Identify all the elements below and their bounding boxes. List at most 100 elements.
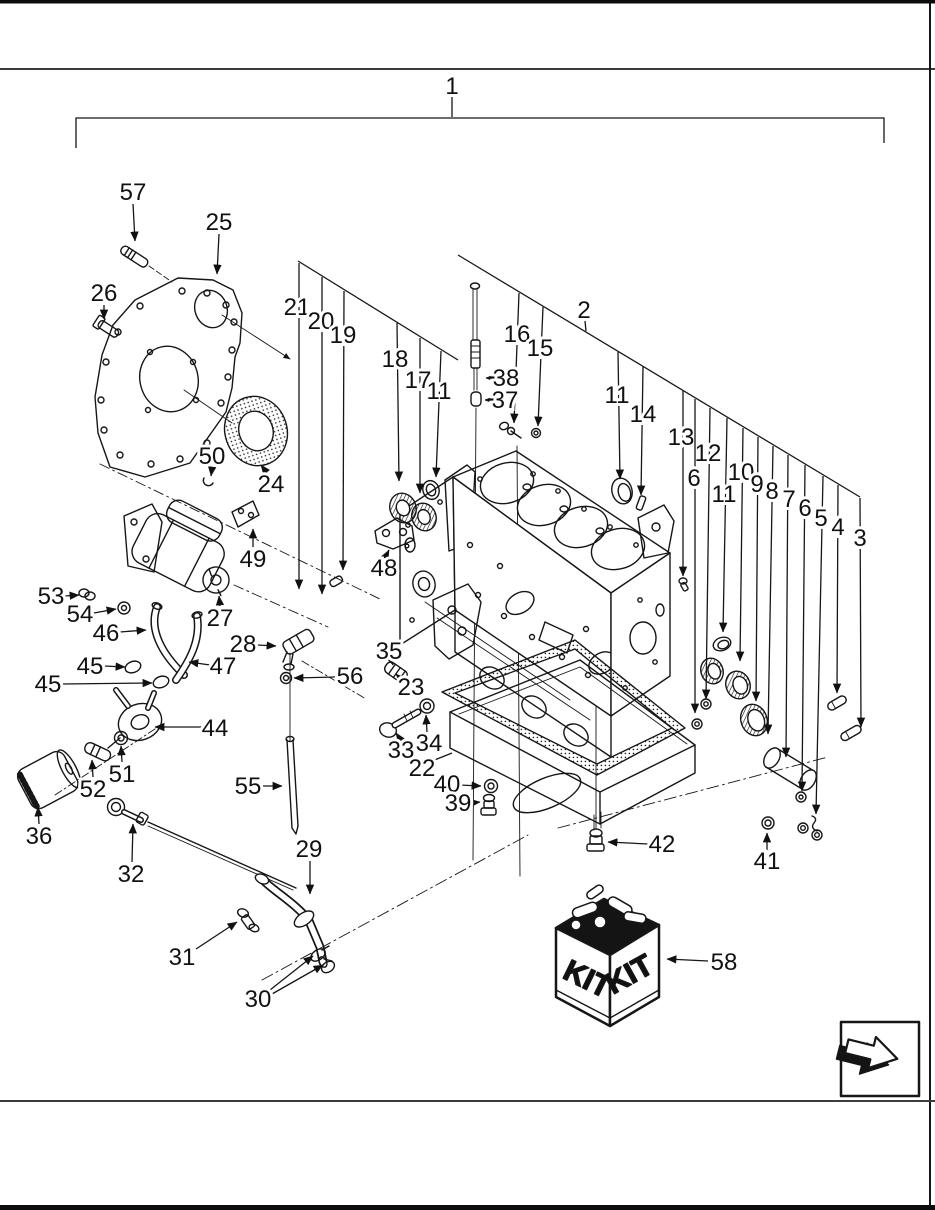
- leader-line-31: [195, 921, 238, 950]
- callout-22: 22: [409, 755, 436, 782]
- cover-plate-49: [231, 500, 260, 528]
- leader-line-2: [584, 320, 587, 332]
- callout-35: 35: [376, 638, 403, 665]
- hose-46: [150, 602, 188, 679]
- callout-3: 3: [853, 525, 866, 552]
- callout-42: 42: [649, 831, 676, 858]
- callout-6: 6: [687, 465, 700, 492]
- leader-line-36: [34, 806, 43, 825]
- clamp-45b: [152, 675, 170, 689]
- leader-line-58: [666, 955, 709, 964]
- callout-20: 20: [308, 308, 335, 335]
- oil-nozzle-16: [498, 421, 522, 439]
- leader-line-7: [781, 454, 791, 758]
- callout-25: 25: [206, 209, 233, 236]
- callout-4: 4: [831, 514, 844, 541]
- bolt-26: [92, 314, 120, 338]
- callout-11: 11: [427, 378, 452, 405]
- kit-box: [554, 884, 661, 1028]
- leader-line-52: [88, 759, 97, 778]
- fan-line-left: [297, 260, 459, 361]
- rear-seal-24: [223, 395, 289, 467]
- plug-6b: [795, 791, 807, 803]
- leader-line-11: [432, 350, 442, 478]
- leader-line-19: [338, 290, 348, 571]
- cylinder-block: [399, 450, 675, 758]
- oil-cooler-44: [107, 687, 163, 749]
- callout-52: 52: [80, 776, 107, 803]
- clip-5: [811, 815, 818, 832]
- washer-54: [117, 601, 131, 615]
- callout-9: 9: [750, 471, 763, 498]
- plate-bolt-holes: [97, 287, 238, 468]
- leader-line-53: [64, 591, 80, 600]
- callout-45: 45: [77, 653, 104, 680]
- callout-58: 58: [711, 949, 738, 976]
- leader-line-46: [119, 626, 147, 635]
- leader-line-11: [615, 351, 625, 480]
- fitting-28: [282, 628, 315, 671]
- drain-plug-42: [586, 828, 605, 852]
- leader-line-27: [215, 595, 225, 607]
- stud-38: [469, 282, 481, 391]
- clip-50: [202, 477, 214, 487]
- callout-30: 30: [245, 986, 272, 1013]
- oil-filter-36: [16, 749, 82, 810]
- callout-5: 5: [814, 505, 827, 532]
- callout-21: 21: [284, 294, 311, 321]
- ferrule-37: [470, 391, 482, 407]
- callout-41: 41: [754, 848, 781, 875]
- leader-line-24: [260, 464, 270, 476]
- leader-line-5: [811, 475, 824, 815]
- washer-40: [483, 778, 499, 794]
- callout-46: 46: [93, 620, 120, 647]
- callout-13: 13: [668, 424, 695, 451]
- cam-bushing-8: [739, 703, 769, 737]
- callout-33: 33: [388, 737, 415, 764]
- callout-49: 49: [240, 546, 267, 573]
- leader-line-8: [763, 445, 774, 735]
- callout-39: 39: [445, 790, 472, 817]
- clamp-45a: [124, 660, 142, 674]
- leader-line-12: [701, 407, 711, 700]
- dowel-4: [827, 695, 847, 711]
- leader-line-34: [422, 714, 431, 733]
- callout-31: 31: [169, 944, 196, 971]
- callout-2: 2: [577, 297, 590, 324]
- washer-51: [113, 730, 129, 746]
- callout-40: 40: [434, 771, 461, 798]
- leader-line-45: [103, 662, 126, 671]
- cup-plug-11: [712, 636, 732, 652]
- nut-53: [78, 588, 96, 601]
- leader-line-16: [510, 292, 520, 424]
- leader-line-3: [856, 497, 866, 728]
- callout-18: 18: [382, 346, 409, 373]
- callout-53: 53: [38, 583, 65, 610]
- bolt-31: [236, 908, 260, 933]
- leader-line-56: [293, 673, 337, 682]
- bushing-7: [763, 747, 817, 791]
- banjo-washer-15: [530, 427, 542, 439]
- leader-line-11: [718, 417, 728, 633]
- fitting-52: [84, 742, 112, 762]
- leader-line-35: [385, 654, 394, 666]
- callout-11: 11: [605, 382, 630, 409]
- next-page-arrow-icon[interactable]: [834, 1020, 921, 1098]
- leader-line-45: [61, 678, 153, 688]
- ring-12: [700, 698, 712, 710]
- leader-line-4: [832, 484, 842, 694]
- callout-12: 12: [695, 440, 722, 467]
- leader-line-33: [395, 732, 405, 744]
- callout-17: 17: [405, 367, 432, 394]
- assembly-bracket: [75, 117, 885, 148]
- callout-34: 34: [416, 730, 443, 757]
- cam-bushing-9: [725, 670, 751, 700]
- callout-47: 47: [210, 653, 237, 680]
- callout-50: 50: [199, 443, 226, 470]
- tube-55: [285, 735, 299, 835]
- stud-57: [120, 245, 149, 268]
- rings-41: [761, 816, 823, 841]
- leader-line-32: [128, 823, 137, 863]
